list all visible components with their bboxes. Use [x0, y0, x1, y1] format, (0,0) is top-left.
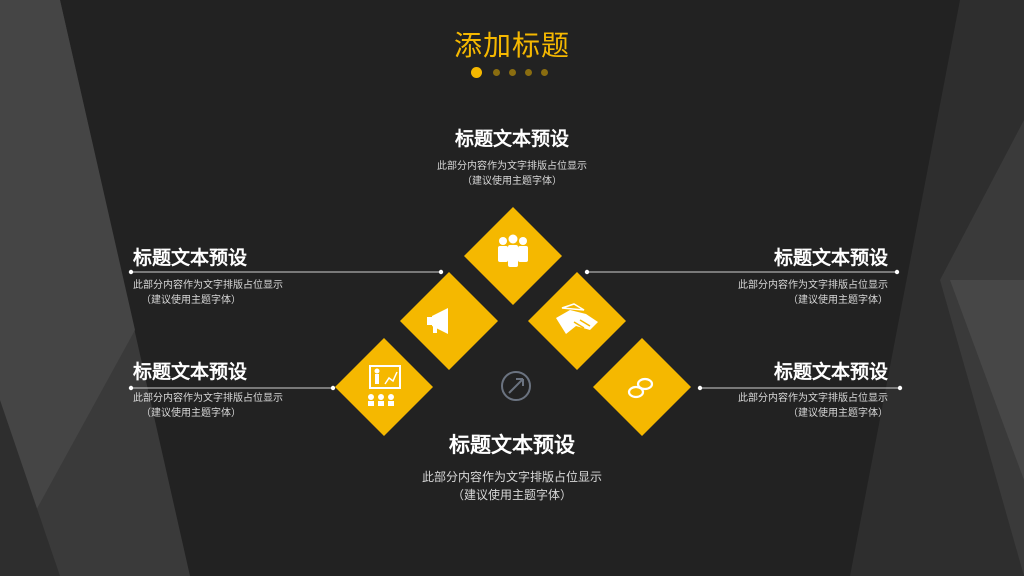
- pagination-dot[interactable]: [525, 69, 532, 76]
- connector-dot: [897, 385, 903, 391]
- top-block-desc-line2: （建议使用主题字体）: [462, 176, 562, 187]
- megaphone-icon: [427, 308, 448, 334]
- right-lower-block-desc: 此部分内容作为文字排版占位显示 （建议使用主题字体）: [738, 391, 888, 421]
- team-icon: [498, 234, 528, 267]
- connector-dot: [128, 385, 134, 391]
- right-upper-block-title: 标题文本预设: [773, 247, 888, 269]
- right-lower-desc-line2: （建议使用主题字体）: [788, 408, 888, 419]
- target-icon: [501, 371, 531, 401]
- connector-dot: [438, 269, 444, 275]
- right-lower-desc-line1: 此部分内容作为文字排版占位显示: [738, 393, 888, 404]
- connector-dot: [128, 269, 134, 275]
- pagination-dot[interactable]: [509, 69, 516, 76]
- top-block-desc: 此部分内容作为文字排版占位显示 （建议使用主题字体）: [0, 159, 1024, 189]
- top-block-desc-line1: 此部分内容作为文字排版占位显示: [437, 161, 587, 172]
- chat-bubbles-icon: [627, 377, 654, 399]
- connector-dot: [894, 269, 900, 275]
- left-upper-block-desc: 此部分内容作为文字排版占位显示 （建议使用主题字体）: [133, 278, 283, 308]
- bottom-block-title: 标题文本预设: [449, 433, 575, 457]
- connector-dot: [584, 269, 590, 275]
- bottom-block-desc-line2: （建议使用主题字体）: [451, 488, 572, 502]
- right-upper-desc-line1: 此部分内容作为文字排版占位显示: [738, 280, 888, 291]
- handshake-icon: [556, 303, 598, 334]
- presentation-icon: [368, 365, 401, 406]
- pagination-dot-active[interactable]: [471, 67, 482, 78]
- right-upper-block-desc: 此部分内容作为文字排版占位显示 （建议使用主题字体）: [738, 278, 888, 308]
- pagination-dots: [471, 67, 561, 79]
- right-lower-block-title: 标题文本预设: [773, 361, 888, 383]
- diamond-right-lower[interactable]: [593, 338, 691, 436]
- slide-title: 添加标题: [453, 29, 570, 62]
- left-lower-desc-line2: （建议使用主题字体）: [141, 408, 241, 419]
- bg-shard-right-highlight: [950, 280, 1024, 480]
- bottom-block-desc: 此部分内容作为文字排版占位显示 （建议使用主题字体）: [0, 468, 1024, 504]
- diamond-left-upper[interactable]: [400, 272, 498, 370]
- bg-shard-right: [850, 0, 1024, 576]
- left-upper-desc-line1: 此部分内容作为文字排版占位显示: [133, 280, 283, 291]
- left-lower-block-desc: 此部分内容作为文字排版占位显示 （建议使用主题字体）: [133, 391, 283, 421]
- left-upper-block-title: 标题文本预设: [133, 247, 248, 269]
- connector-lines: [131, 271, 900, 389]
- left-lower-block-title: 标题文本预设: [133, 361, 248, 383]
- pagination-dot[interactable]: [541, 69, 548, 76]
- left-lower-desc-line1: 此部分内容作为文字排版占位显示: [133, 393, 283, 404]
- bg-shard-left-light: [0, 0, 135, 576]
- right-upper-desc-line2: （建议使用主题字体）: [788, 295, 888, 306]
- left-upper-desc-line2: （建议使用主题字体）: [141, 295, 241, 306]
- bg-shard-left-bottom: [0, 400, 60, 576]
- pagination-dot[interactable]: [493, 69, 500, 76]
- top-block-title: 标题文本预设: [454, 128, 569, 150]
- connector-dot: [330, 385, 336, 391]
- bottom-block-desc-line1: 此部分内容作为文字排版占位显示: [421, 470, 602, 484]
- connector-dot: [697, 385, 703, 391]
